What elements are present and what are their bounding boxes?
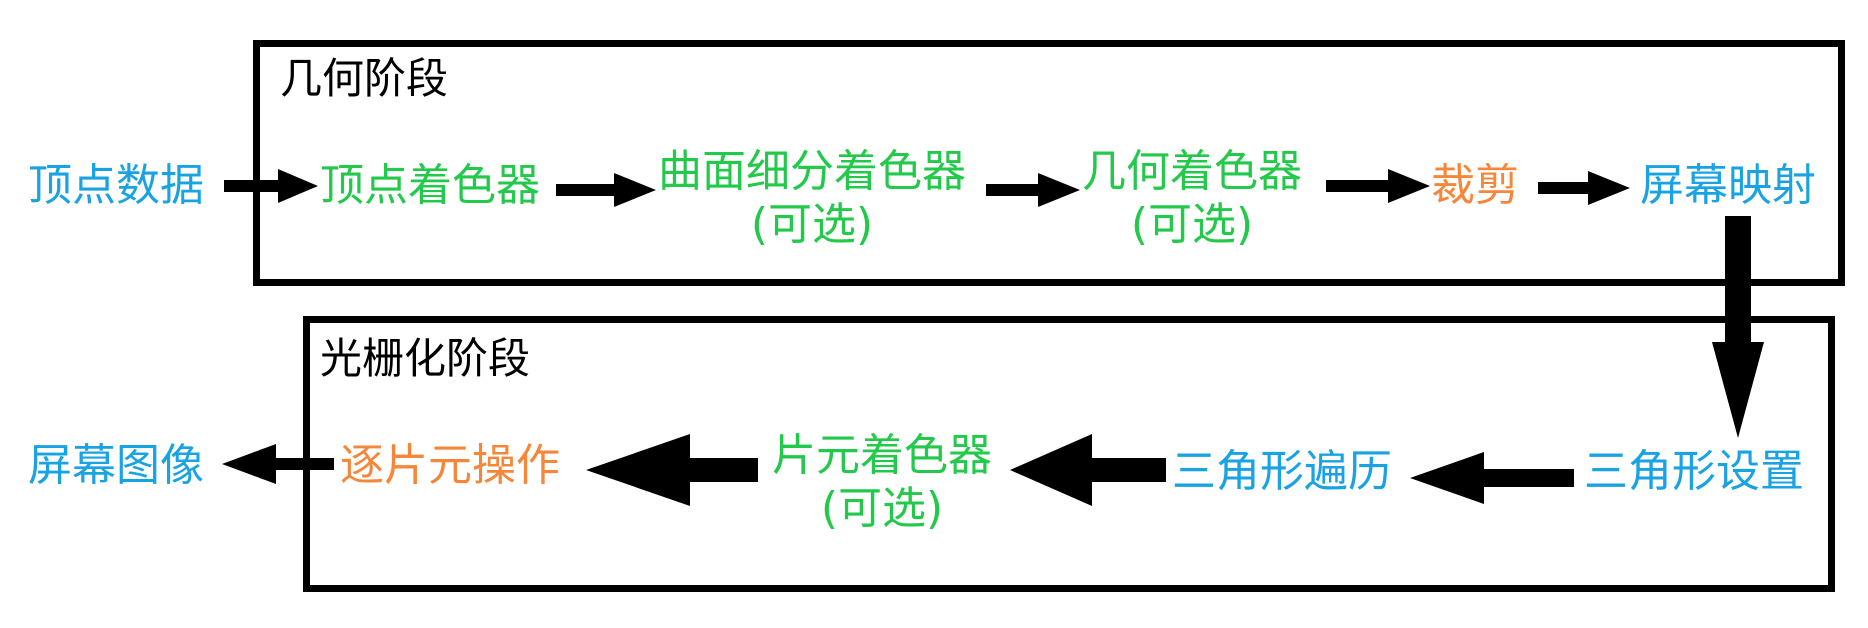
node-triangle-traversal-label: 三角形遍历 (1172, 446, 1392, 497)
node-triangle-setup-label: 三角形设置 (1584, 446, 1804, 497)
arrow-geometry-shader-to-clipping (1326, 169, 1430, 203)
node-tessellation-shader-label: 曲面细分着色器 (658, 146, 966, 197)
node-per-fragment-ops-label: 逐片元操作 (340, 440, 560, 491)
raster-stage-frame (303, 316, 1835, 592)
arrow-screen-mapping-to-triangle-setup (1712, 216, 1764, 438)
geometry-stage-title: 几何阶段 (280, 54, 449, 103)
node-geometry-shader-optional: (可选) (1130, 198, 1254, 250)
arrow-vertex-shader-to-tessellation-shader (556, 173, 656, 207)
node-screen-image-label: 屏幕图像 (28, 440, 204, 491)
geometry-stage-frame (253, 40, 1845, 286)
node-fragment-shader-label: 片元着色器 (772, 430, 992, 481)
node-fragment-shader-optional: (可选) (820, 482, 944, 534)
node-clipping: 裁剪 (1431, 160, 1519, 213)
raster-stage-title: 光栅化阶段 (320, 334, 531, 383)
node-vertex-data: 顶点数据 (28, 160, 204, 213)
node-vertex-shader-label: 顶点着色器 (320, 160, 540, 211)
node-fragment-shader: 片元着色器 (可选) (772, 430, 992, 536)
arrow-tessellation-to-geometry-shader (986, 173, 1080, 207)
arrow-clipping-to-screen-mapping (1538, 171, 1630, 205)
node-tessellation-shader-optional: (可选) (750, 198, 874, 250)
node-screen-image: 屏幕图像 (28, 440, 204, 493)
arrow-fragment-shader-to-per-fragment-ops (586, 434, 758, 506)
node-screen-mapping: 屏幕映射 (1640, 160, 1816, 213)
arrow-vertex-data-to-vertex-shader (224, 169, 318, 203)
node-per-fragment-ops: 逐片元操作 (340, 440, 560, 493)
arrow-triangle-traversal-to-fragment-shader (1010, 434, 1166, 506)
node-clipping-label: 裁剪 (1431, 160, 1519, 211)
node-vertex-data-label: 顶点数据 (28, 160, 204, 211)
node-triangle-setup: 三角形设置 (1584, 446, 1804, 499)
arrow-per-fragment-ops-to-screen-image (222, 444, 334, 484)
node-geometry-shader: 几何着色器 (可选) (1082, 146, 1302, 252)
node-geometry-shader-label: 几何着色器 (1082, 146, 1302, 197)
node-tessellation-shader: 曲面细分着色器 (可选) (658, 146, 966, 252)
node-screen-mapping-label: 屏幕映射 (1640, 160, 1816, 211)
node-vertex-shader: 顶点着色器 (320, 160, 540, 213)
arrow-triangle-setup-to-triangle-traversal (1410, 452, 1574, 504)
node-triangle-traversal: 三角形遍历 (1172, 446, 1392, 499)
